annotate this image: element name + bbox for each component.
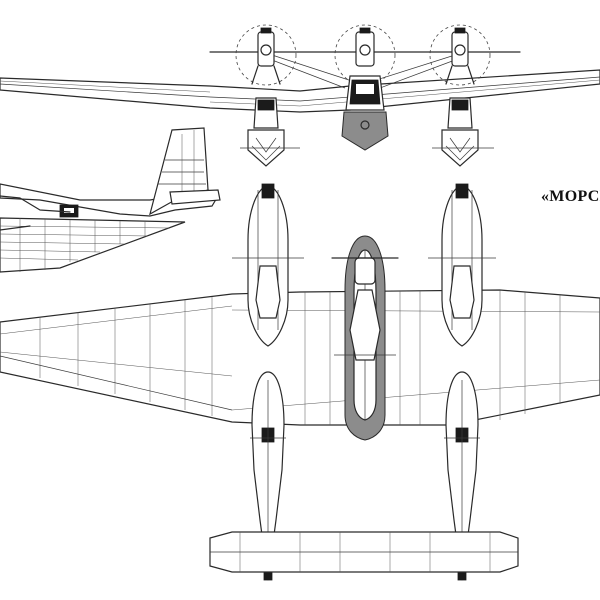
front-engine-right — [445, 27, 475, 85]
front-engine-left — [251, 27, 281, 85]
drawing-caption: «МОРСКО — [541, 188, 600, 205]
plan-tailplane — [209, 531, 519, 573]
plan-hull-center — [331, 235, 399, 441]
side-view — [0, 127, 221, 273]
front-hull — [341, 75, 389, 151]
front-float-left — [240, 97, 300, 167]
front-float-right — [432, 97, 494, 167]
front-engine-center — [355, 27, 375, 67]
plan-view — [0, 183, 600, 581]
plan-boom-left — [232, 183, 304, 581]
front-view — [0, 24, 600, 167]
